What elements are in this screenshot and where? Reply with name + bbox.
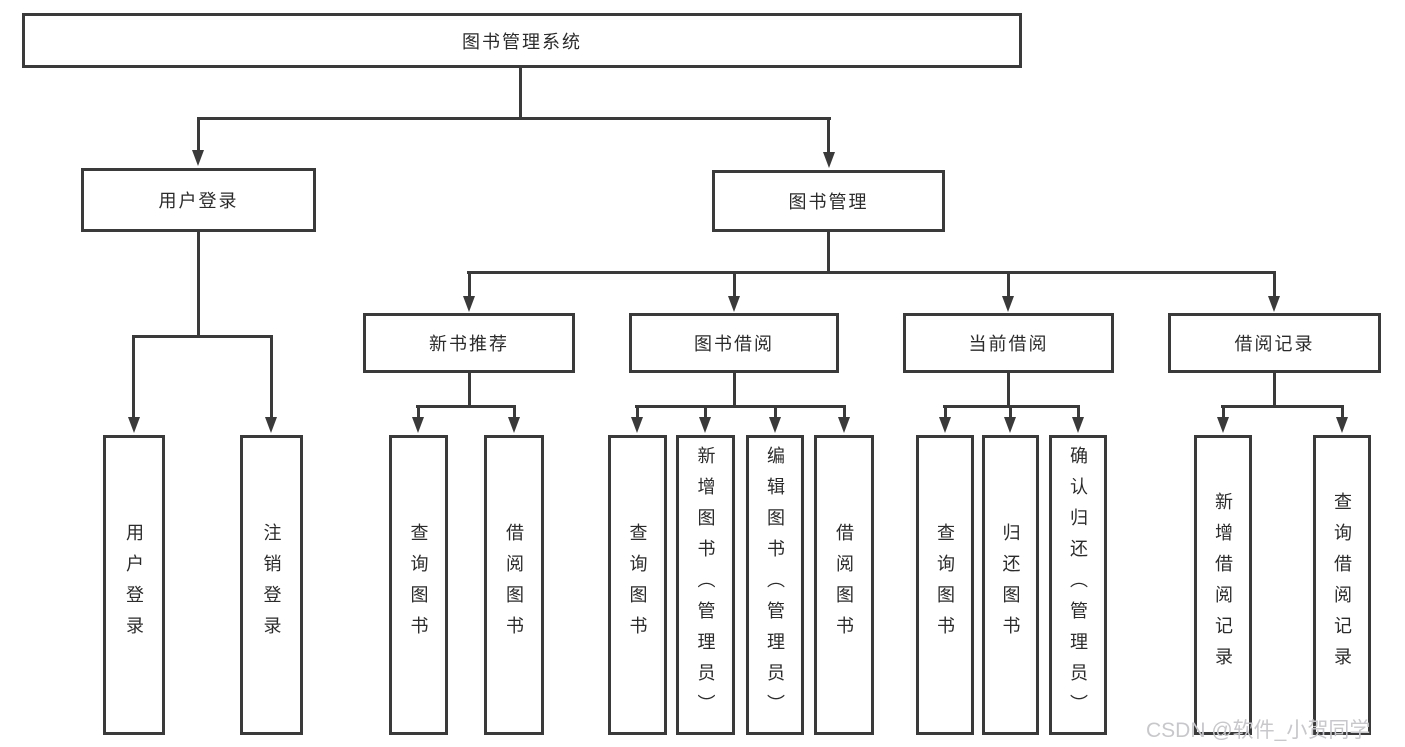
connector-drop-leaf: [513, 405, 516, 420]
leaf-borrow-books-borrowing: 借阅图书: [814, 435, 874, 735]
connector-drop-book-borrowing: [733, 271, 736, 298]
arrow-down-icon: [412, 417, 424, 433]
connector-drop-leaf: [944, 405, 947, 420]
connector-drop-current-borrowing: [1007, 271, 1010, 298]
connector-drop-new-book-recommendation: [468, 271, 471, 298]
node-new-book-recommendation-label: 新书推荐: [429, 334, 509, 354]
connector-user-login-stem: [197, 232, 200, 336]
connector-new-book-recommendation-stem: [468, 373, 471, 408]
leaf-borrow-books-recommend-label: 借阅图书: [504, 523, 524, 647]
node-book-management: 图书管理: [712, 170, 945, 232]
leaf-query-books-borrowing-label: 查询图书: [627, 523, 648, 647]
leaf-confirm-return-admin: 确认归还（管理员）: [1049, 435, 1107, 735]
arrow-down-icon: [192, 150, 204, 166]
connector-drop-leaf: [1341, 405, 1344, 420]
leaf-query-books-recommend-label: 查询图书: [408, 523, 429, 647]
node-user-login-label: 用户登录: [158, 191, 239, 211]
node-new-book-recommendation: 新书推荐: [363, 313, 575, 373]
arrow-down-icon: [823, 152, 835, 168]
arrow-down-icon: [128, 417, 140, 433]
leaf-add-borrow-record: 新增借阅记录: [1194, 435, 1252, 735]
arrow-down-icon: [508, 417, 520, 433]
arrow-down-icon: [463, 296, 475, 312]
arrow-down-icon: [265, 417, 277, 433]
connector-book-management-stem: [827, 232, 830, 273]
arrow-down-icon: [1004, 417, 1016, 433]
arrow-down-icon: [1072, 417, 1084, 433]
arrow-down-icon: [699, 417, 711, 433]
csdn-watermark: CSDN @软件_小贺同学: [1146, 719, 1371, 742]
connector-drop-leaf: [636, 405, 639, 420]
node-library-management-system-label: 图书管理系统: [462, 31, 582, 52]
leaf-add-book-admin-label: 新增图书（管理员）: [695, 445, 716, 725]
leaf-edit-book-admin: 编辑图书（管理员）: [746, 435, 804, 735]
node-book-borrowing: 图书借阅: [629, 313, 839, 373]
arrow-down-icon: [769, 417, 781, 433]
connector-level3-rail: [467, 271, 1275, 274]
connector-drop-user-login: [197, 117, 200, 153]
leaf-logout-label: 注销登录: [261, 523, 282, 647]
connector-drop-borrowing-records: [1273, 271, 1276, 298]
node-library-management-system: 图书管理系统: [22, 13, 1022, 68]
leaf-query-books-current: 查询图书: [916, 435, 974, 735]
connector-drop-leaf: [704, 405, 707, 420]
connector-drop-leaf: [774, 405, 777, 420]
node-book-borrowing-label: 图书借阅: [694, 334, 774, 354]
leaf-logout: 注销登录: [240, 435, 303, 735]
arrow-down-icon: [728, 296, 740, 312]
leaf-user-login-label: 用户登录: [124, 523, 144, 647]
leaf-query-books-recommend: 查询图书: [389, 435, 448, 735]
connector-borrowing-records-rail: [1221, 405, 1343, 408]
arrow-down-icon: [1217, 417, 1229, 433]
arrow-down-icon: [1002, 296, 1014, 312]
connector-current-borrowing-stem: [1007, 373, 1010, 408]
leaf-query-borrow-record: 查询借阅记录: [1313, 435, 1371, 735]
leaf-query-borrow-record-label: 查询借阅记录: [1332, 492, 1352, 678]
connector-drop-book-management: [827, 117, 830, 155]
node-borrowing-records-label: 借阅记录: [1234, 334, 1315, 354]
connector-new-book-recommendation-rail: [416, 405, 516, 408]
arrow-down-icon: [631, 417, 643, 433]
arrow-down-icon: [1336, 417, 1348, 433]
leaf-add-book-admin: 新增图书（管理员）: [676, 435, 735, 735]
connector-book-borrowing-rail: [635, 405, 845, 408]
connector-drop-leaf: [1077, 405, 1080, 420]
arrow-down-icon: [939, 417, 951, 433]
arrow-down-icon: [838, 417, 850, 433]
arrow-down-icon: [1268, 296, 1280, 312]
connector-book-borrowing-stem: [733, 373, 736, 408]
connector-drop-leaf: [417, 405, 420, 420]
node-borrowing-records: 借阅记录: [1168, 313, 1381, 373]
leaf-confirm-return-admin-label: 确认归还（管理员）: [1068, 445, 1088, 725]
leaf-return-books: 归还图书: [982, 435, 1039, 735]
connector-user-login-rail: [132, 335, 273, 338]
leaf-edit-book-admin-label: 编辑图书（管理员）: [765, 445, 785, 725]
connector-drop-leaf: [1222, 405, 1225, 420]
leaf-query-books-current-label: 查询图书: [935, 523, 955, 647]
leaf-query-books-borrowing: 查询图书: [608, 435, 667, 735]
connector-root-rail: [197, 117, 831, 120]
connector-drop-leaf-user-login: [132, 335, 135, 420]
connector-drop-leaf-logout: [270, 335, 273, 420]
leaf-borrow-books-borrowing-label: 借阅图书: [834, 523, 854, 647]
node-book-management-label: 图书管理: [788, 192, 869, 212]
node-current-borrowing-label: 当前借阅: [968, 334, 1049, 354]
node-current-borrowing: 当前借阅: [903, 313, 1114, 373]
leaf-add-borrow-record-label: 新增借阅记录: [1213, 492, 1233, 678]
connector-drop-leaf: [1009, 405, 1012, 420]
connector-root-stem: [519, 68, 522, 118]
leaf-user-login: 用户登录: [103, 435, 165, 735]
connector-borrowing-records-stem: [1273, 373, 1276, 408]
node-user-login: 用户登录: [81, 168, 316, 232]
connector-drop-leaf: [843, 405, 846, 420]
leaf-borrow-books-recommend: 借阅图书: [484, 435, 544, 735]
leaf-return-books-label: 归还图书: [1000, 523, 1021, 647]
